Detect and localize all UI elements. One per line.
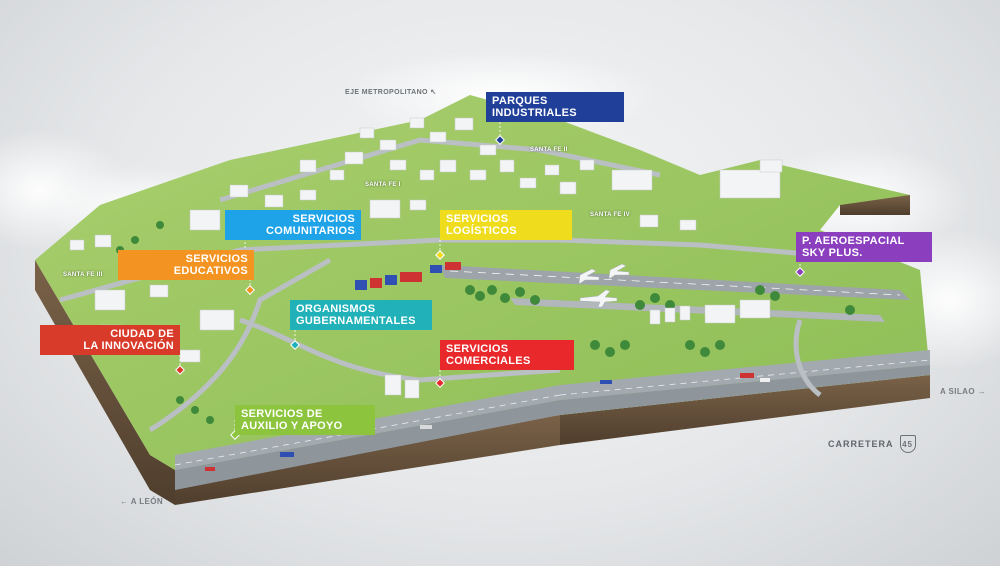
carretera-label: CARRETERA [828,439,894,449]
highway [174,350,931,490]
block-label-santa-fe-i: SANTA FE I [365,182,401,188]
highway-sign: CARRETERA 45 [828,435,916,453]
airplanes [578,263,630,308]
road-label-eje-metropolitano: EJE METROPOLITANO ↖ [345,89,437,96]
trees [116,221,855,434]
buildings [69,117,783,399]
cargo-containers [355,262,461,290]
block-label-santa-fe-iv: SANTA FE IV [590,212,630,218]
road-label-a-silao: A SILAO → [940,387,986,396]
terrain-block-edge [35,195,930,505]
block-label-santa-fe-iii: SANTA FE III [63,272,103,278]
highway-shield-icon: 45 [899,435,916,453]
road-label-a-leon: ← A LEÓN [120,497,164,506]
block-label-santa-fe-ii: SANTA FE II [530,147,568,153]
